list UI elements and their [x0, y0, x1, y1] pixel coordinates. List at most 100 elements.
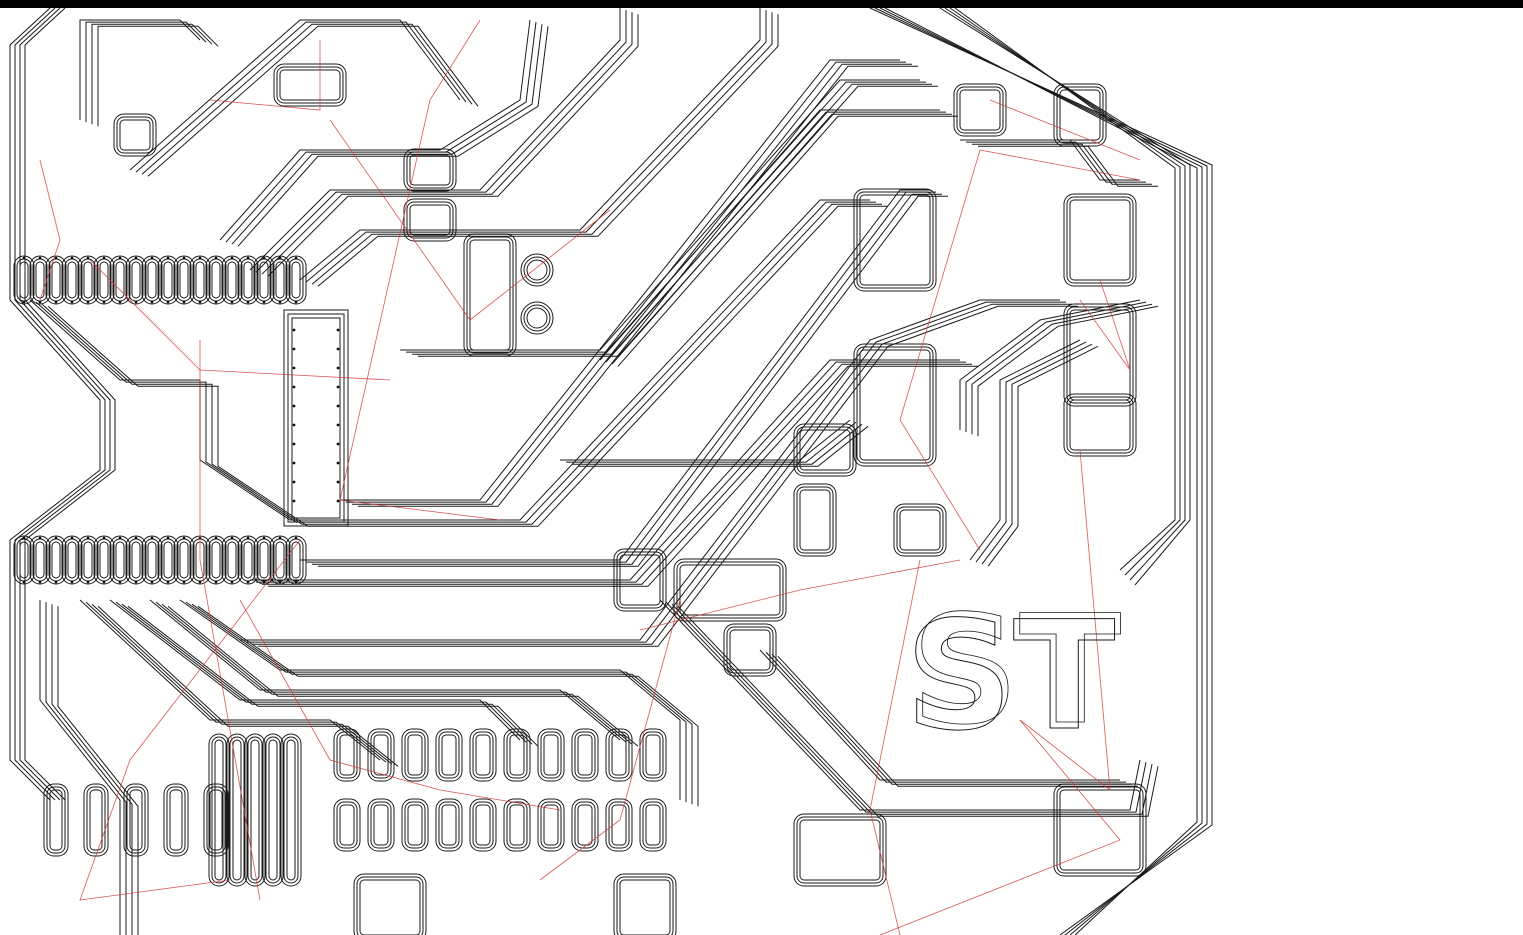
toolpath-direction-marker: [134, 536, 138, 540]
toolpath-direction-marker: [182, 536, 186, 540]
component-pad: [799, 429, 851, 471]
header-pin-pad: [227, 261, 237, 299]
diagonal-bus: [605, 111, 946, 363]
smd-pad: [49, 789, 63, 851]
through-hole-pad: [520, 253, 554, 287]
smd-pad: [404, 801, 426, 849]
component-pad: [956, 86, 1004, 134]
component-pad: [796, 816, 884, 884]
toolpath-direction-marker: [86, 300, 90, 304]
bottom-run: [91, 603, 393, 765]
travel-moves: [39, 19, 1141, 935]
component-pad: [1069, 309, 1131, 401]
header-pin-pad: [48, 258, 64, 302]
diagonal-bus: [47, 205, 888, 527]
toolpath-direction-marker: [54, 300, 58, 304]
toolpath-direction-marker: [246, 580, 250, 584]
travel-move: [639, 559, 961, 631]
smd-pad: [509, 804, 525, 846]
travel-move: [329, 119, 611, 321]
header-pin-pad: [144, 538, 160, 582]
right-run: [971, 303, 1153, 435]
header-pin-pad: [285, 535, 307, 585]
toolpath-direction-marker: [54, 580, 58, 584]
travel-move: [989, 99, 1141, 161]
bottom-run: [97, 605, 399, 767]
header-pin-pad: [64, 538, 80, 582]
toolpath-direction-marker: [230, 256, 234, 260]
toolpath-direction-marker: [294, 256, 298, 260]
travel-move: [869, 559, 921, 935]
toolpath-direction-marker: [166, 536, 170, 540]
header-pin-pad: [13, 535, 35, 585]
header-pin-pad: [240, 258, 256, 302]
header-pin-pad: [141, 535, 163, 585]
bottom-run: [127, 605, 539, 747]
bottom-run: [149, 599, 621, 741]
bottom-run: [115, 601, 527, 743]
toolpath-direction-marker: [336, 347, 340, 351]
header-pin-pad: [112, 538, 128, 582]
smd-pad: [244, 733, 266, 887]
toolpath-direction-marker: [150, 256, 154, 260]
right-run: [965, 301, 1147, 433]
travel-move: [89, 259, 391, 381]
diagonal-bus: [665, 601, 1147, 813]
top-run: [129, 19, 461, 171]
top-run: [261, 12, 633, 275]
smd-pad: [441, 734, 457, 776]
header-pin-pad: [125, 255, 147, 305]
toolpath-direction-marker: [70, 256, 74, 260]
header-pin-pad: [147, 541, 157, 579]
diagonal-bus: [268, 365, 978, 587]
top-run: [231, 24, 543, 245]
smd-pad: [540, 801, 562, 849]
component-pads: [13, 63, 1147, 935]
toolpath-direction-marker: [118, 300, 122, 304]
through-hole-pad: [526, 259, 548, 281]
component-pad: [466, 236, 514, 354]
smd-pad: [645, 734, 661, 776]
header-pin-pad: [259, 261, 269, 299]
bottom-run: [121, 603, 533, 745]
diagonal-bus: [566, 421, 857, 463]
component-pad: [729, 629, 771, 671]
component-pad: [896, 506, 944, 554]
toolpath-direction-marker: [278, 300, 282, 304]
travel-move: [339, 19, 501, 521]
header-pin-pad: [128, 258, 144, 302]
smd-pad: [574, 731, 596, 779]
component-pad: [793, 813, 887, 887]
smd-pad: [283, 736, 299, 884]
diagonal-bus: [29, 199, 870, 521]
component-pad: [796, 486, 834, 554]
diagonal-bus: [312, 193, 942, 565]
smd-pad: [469, 728, 497, 782]
board-label-text: ST: [905, 590, 1115, 764]
top-run: [267, 14, 639, 277]
bottom-run: [85, 601, 387, 763]
header-pin-pad: [64, 258, 80, 302]
toolpath-direction-marker: [70, 300, 74, 304]
toolpath-direction-marker: [86, 536, 90, 540]
header-pin-pad: [179, 261, 189, 299]
toolpath-direction-marker: [134, 256, 138, 260]
smd-pad: [209, 789, 223, 851]
smd-pad: [247, 736, 263, 884]
diagonal-bus: [671, 603, 1153, 815]
smd-pad: [543, 734, 559, 776]
smd-pad: [336, 731, 358, 779]
header-pin-pad: [99, 541, 109, 579]
toolpath-direction-marker: [278, 580, 282, 584]
component-pad: [726, 626, 774, 674]
top-run: [219, 19, 531, 241]
component-pad: [113, 113, 157, 157]
component-pad: [403, 198, 457, 242]
top-run: [147, 25, 479, 177]
component-pad: [273, 63, 347, 107]
header-pin-pad: [13, 255, 35, 305]
left-bus: [9, 7, 101, 801]
header-pin-pad: [99, 261, 109, 299]
component-pad: [613, 873, 677, 935]
smd-pad: [268, 739, 278, 881]
